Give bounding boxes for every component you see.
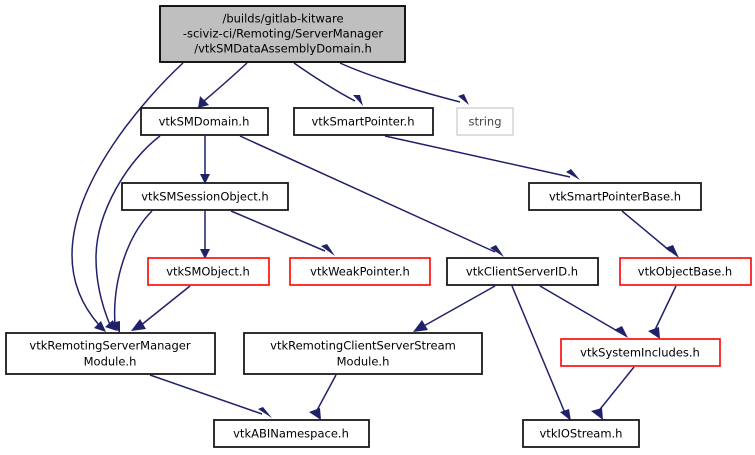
edge-vtksmdomain-to-vtkclientserverid	[239, 135, 504, 257]
node-remotingservermanagermodule-line2: Module.h	[84, 355, 137, 369]
node-remotingservermanagermodule-line1: vtkRemotingServerManager	[29, 339, 190, 353]
node-vtksmdomain-label: vtkSMDomain.h	[159, 115, 250, 129]
node-remotingservermanagermodule[interactable]: vtkRemotingServerManager Module.h	[5, 332, 216, 375]
node-vtksystemincludes-label: vtkSystemIncludes.h	[580, 346, 700, 360]
node-string[interactable]: string	[456, 107, 514, 136]
node-vtkabinamespace[interactable]: vtkABINamespace.h	[213, 419, 370, 448]
node-vtksmartpointerbase-label: vtkSmartPointerBase.h	[549, 190, 681, 204]
edge-layer	[71, 62, 679, 421]
node-vtksmartpointerbase[interactable]: vtkSmartPointerBase.h	[528, 182, 702, 211]
node-vtksmobject-label: vtkSMObject.h	[166, 265, 250, 279]
node-vtkabinamespace-label: vtkABINamespace.h	[233, 427, 349, 441]
edge-vtkclientserverid-to-vtksystemincludes	[539, 285, 628, 338]
node-vtkweakpointer[interactable]: vtkWeakPointer.h	[289, 257, 431, 286]
node-vtksmartpointer-label: vtkSmartPointer.h	[311, 115, 414, 129]
edge-vtksmsessionobject-to-vtkweakpointer	[230, 210, 335, 256]
edge-root-to-remotingservermanagermodule	[71, 62, 184, 332]
node-vtksmsessionobject[interactable]: vtkSMSessionObject.h	[121, 182, 289, 211]
edge-vtkobjectbase-to-vtksystemincludes	[648, 285, 677, 339]
node-remotingclientserverstreammodule-line1: vtkRemotingClientServerStream	[270, 339, 456, 353]
node-vtkiostream-label: vtkIOStream.h	[540, 427, 623, 441]
edge-root-to-string	[339, 62, 469, 105]
node-vtkobjectbase-label: vtkObjectBase.h	[638, 265, 732, 279]
node-vtkclientserverid-label: vtkClientServerID.h	[466, 265, 578, 279]
node-remotingclientserverstreammodule-line2: Module.h	[337, 355, 390, 369]
node-vtkiostream[interactable]: vtkIOStream.h	[522, 419, 640, 448]
edge-vtksmsessionobject-to-vtksmobject	[200, 211, 210, 259]
node-root-line1: /builds/gitlab-kitware	[222, 12, 343, 26]
node-vtkclientserverid[interactable]: vtkClientServerID.h	[446, 257, 599, 286]
edge-vtksmsessionobject-to-remotingservermanagermodule	[110, 210, 153, 333]
node-root-line2: -sciviz-ci/Remoting/ServerManager	[183, 27, 384, 41]
node-root-line3: /vtkSMDataAssemblyDomain.h	[194, 42, 372, 56]
node-vtksmartpointer[interactable]: vtkSmartPointer.h	[293, 107, 434, 136]
node-string-label: string	[468, 115, 501, 129]
node-root[interactable]: /builds/gitlab-kitware -sciviz-ci/Remoti…	[159, 5, 406, 63]
edge-vtksmartpointer-to-vtksmartpointerbase	[384, 135, 580, 180]
edge-vtksmartpointerbase-to-vtkobjectbase	[621, 210, 679, 258]
edge-root-to-vtksmartpointer	[293, 62, 363, 106]
node-layer: /builds/gitlab-kitware -sciviz-ci/Remoti…	[5, 5, 752, 448]
edge-remotingclientserverstreammodule-to-vtkabinamespace	[309, 374, 337, 420]
edge-vtksmdomain-to-vtksmsessionobject	[200, 136, 210, 184]
edge-vtksystemincludes-to-vtkiostream	[591, 366, 635, 420]
edge-vtksmobject-to-remotingservermanagermodule	[131, 285, 191, 331]
node-vtkobjectbase[interactable]: vtkObjectBase.h	[619, 257, 752, 286]
edge-root-to-vtksmdomain	[198, 62, 248, 108]
node-remotingclientserverstreammodule[interactable]: vtkRemotingClientServerStream Module.h	[243, 332, 483, 375]
node-vtkweakpointer-label: vtkWeakPointer.h	[310, 265, 410, 279]
node-vtksmobject[interactable]: vtkSMObject.h	[147, 257, 270, 286]
node-vtksmdomain[interactable]: vtkSMDomain.h	[140, 107, 269, 136]
node-vtksystemincludes[interactable]: vtkSystemIncludes.h	[560, 338, 721, 367]
edge-vtkclientserverid-to-remotingclientserverstreammodule	[413, 285, 496, 332]
edge-vtksmdomain-to-remotingservermanagermodule	[95, 135, 161, 331]
node-vtksmsessionobject-label: vtkSMSessionObject.h	[141, 190, 268, 204]
edge-remotingservermanagermodule-to-vtkabinamespace	[149, 374, 272, 418]
edge-vtkclientserverid-to-vtkiostream	[511, 285, 571, 421]
